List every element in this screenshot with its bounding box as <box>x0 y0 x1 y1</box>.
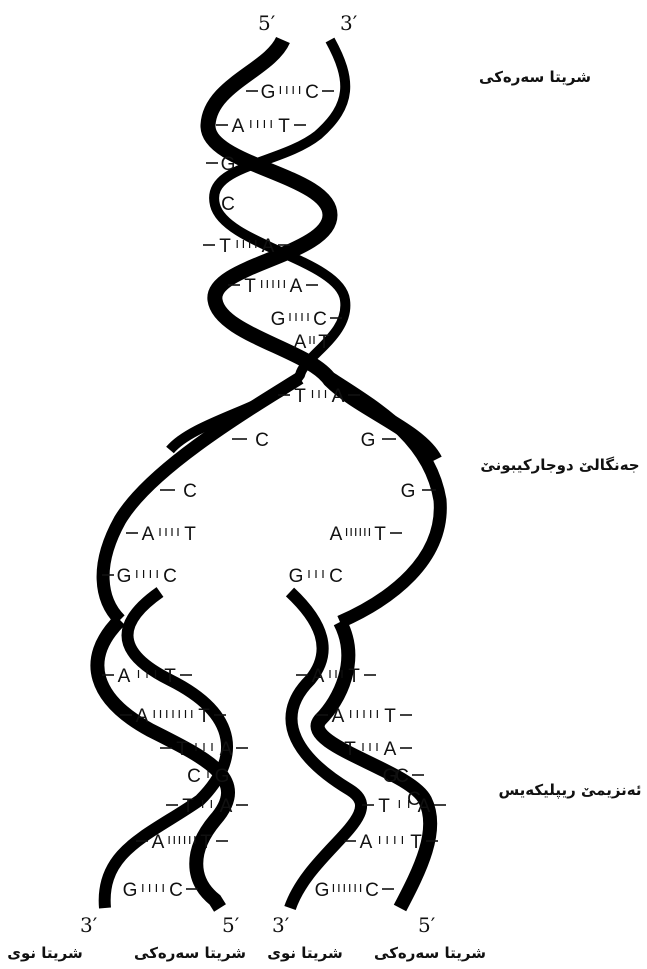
right-daughter-pairs-left-base: T <box>378 796 390 817</box>
end-label-top-5prime: 5′ <box>258 11 276 35</box>
right-daughter-old-strand <box>310 618 438 912</box>
end-label-top-3prime: 3′ <box>340 11 358 35</box>
right-daughter-pairs-right-base: C <box>395 766 409 787</box>
parental-pairs-left-base: G <box>271 309 286 330</box>
right-daughter-pairs-right-base: A <box>384 739 397 760</box>
label-replication-fork: جەنگالێ دوجارکیبونێ <box>480 456 639 474</box>
parental-pairs-right-base: A <box>332 386 345 407</box>
left-daughter-helix <box>90 587 235 912</box>
label-parent-strands: شریتا سەرەکی <box>479 68 591 86</box>
fork-right-base: G <box>361 430 376 451</box>
parental-strand-back <box>166 37 351 454</box>
left-daughter-pairs-left-base: A <box>152 832 165 853</box>
parental-pairs-left-base: T <box>244 276 256 297</box>
right-daughter-pairs-left-base: G <box>383 766 398 787</box>
parental-pairs-left-base: A <box>294 332 307 353</box>
parental-pairs-left-base: A <box>232 116 245 137</box>
left-daughter-pairs-right-base: C <box>163 566 177 587</box>
end-label-right-3prime: 3′ <box>272 913 290 937</box>
parental-pairs-left-base: G <box>261 82 276 103</box>
left-daughter-old-strand <box>90 615 235 912</box>
label-parent-strand-1: شریتا سەرەکی <box>134 944 246 962</box>
left-daughter-pairs-left-base: T <box>176 739 188 760</box>
parental-pairs-left-base: G <box>221 154 236 175</box>
parental-pairs-right-base: T <box>278 116 290 137</box>
left-daughter-pairs-right-base: C <box>169 880 183 901</box>
left-daughter-pairs-right-base: T <box>198 706 210 727</box>
fork-left-strand <box>96 372 304 625</box>
left-daughter-pairs-right-base: T <box>164 666 176 687</box>
fork-left-base: C <box>183 481 197 502</box>
left-daughter-pairs-left-base: G <box>117 566 132 587</box>
right-daughter-pairs-left-base: T <box>344 739 356 760</box>
left-daughter-pairs-left-base: A <box>118 666 131 687</box>
right-daughter-pairs-left-base: A <box>330 524 343 545</box>
right-daughter-pairs-right-base: T <box>374 524 386 545</box>
label-replication-enzyme: ئەنزیمێ ریپلیکەیس <box>498 781 641 800</box>
right-daughter-new-strand <box>284 587 367 911</box>
left-daughter-pairs-right-base: G <box>215 766 230 787</box>
label-parent-strand-2: شریتا سەرەکی <box>374 944 486 962</box>
right-daughter-pairs-right-base: A <box>418 796 431 817</box>
left-daughter-pairs-right-base: T <box>184 524 196 545</box>
parental-strand-front <box>200 36 442 464</box>
parental-pairs-left-base: T <box>294 386 306 407</box>
right-daughter-pairs-right-base: T <box>410 832 422 853</box>
parental-pairs-right-base: C <box>313 309 327 330</box>
end-label-right-5prime: 5′ <box>418 913 436 937</box>
right-daughter-pairs-left-base: G <box>289 566 304 587</box>
right-daughter-pairs-right-base: C <box>329 566 343 587</box>
parental-pairs-left-base: C <box>221 194 235 215</box>
fork-left-base: C <box>255 430 269 451</box>
left-daughter-pairs-right-base: T <box>200 832 212 853</box>
right-daughter-pairs-right-base: T <box>348 666 360 687</box>
parental-pairs-right-base: C <box>305 82 319 103</box>
right-daughter-pairs-left-base: C <box>407 789 421 810</box>
end-label-left-5prime: 5′ <box>222 913 240 937</box>
replication-fork <box>96 372 447 628</box>
left-daughter-new-strand <box>98 587 234 909</box>
right-daughter-helix <box>284 587 438 912</box>
left-daughter-pairs-right-base: A <box>220 796 233 817</box>
left-daughter-pairs-left-base: A <box>136 706 149 727</box>
parental-pairs-left-base: T <box>219 236 231 257</box>
fork-right-base: G <box>401 481 416 502</box>
parental-pairs-right-base: T <box>318 332 330 353</box>
parental-pairs-right-base: A <box>262 236 275 257</box>
label-new-strand-1: شریتا نوی <box>7 944 82 962</box>
right-daughter-pairs-left-base: A <box>312 666 325 687</box>
end-label-left-3prime: 3′ <box>80 913 98 937</box>
label-new-strand-2: شریتا نوی <box>267 944 342 962</box>
parental-pairs-right-base: A <box>290 276 303 297</box>
left-daughter-pairs-left-base: C <box>187 766 201 787</box>
left-daughter-pairs-left-base: G <box>123 880 138 901</box>
right-daughter-pairs-right-base: T <box>384 706 396 727</box>
left-daughter-pairs-left-base: A <box>142 524 155 545</box>
right-daughter-pairs-left-base: A <box>360 832 373 853</box>
left-daughter-pairs-left-base: T <box>182 796 194 817</box>
left-daughter-pairs-right-base: A <box>220 739 233 760</box>
fork-right-strand <box>326 372 447 628</box>
right-daughter-pairs-right-base: C <box>365 880 379 901</box>
right-daughter-pairs-left-base: A <box>332 706 345 727</box>
right-daughter-pairs-left-base: G <box>315 880 330 901</box>
